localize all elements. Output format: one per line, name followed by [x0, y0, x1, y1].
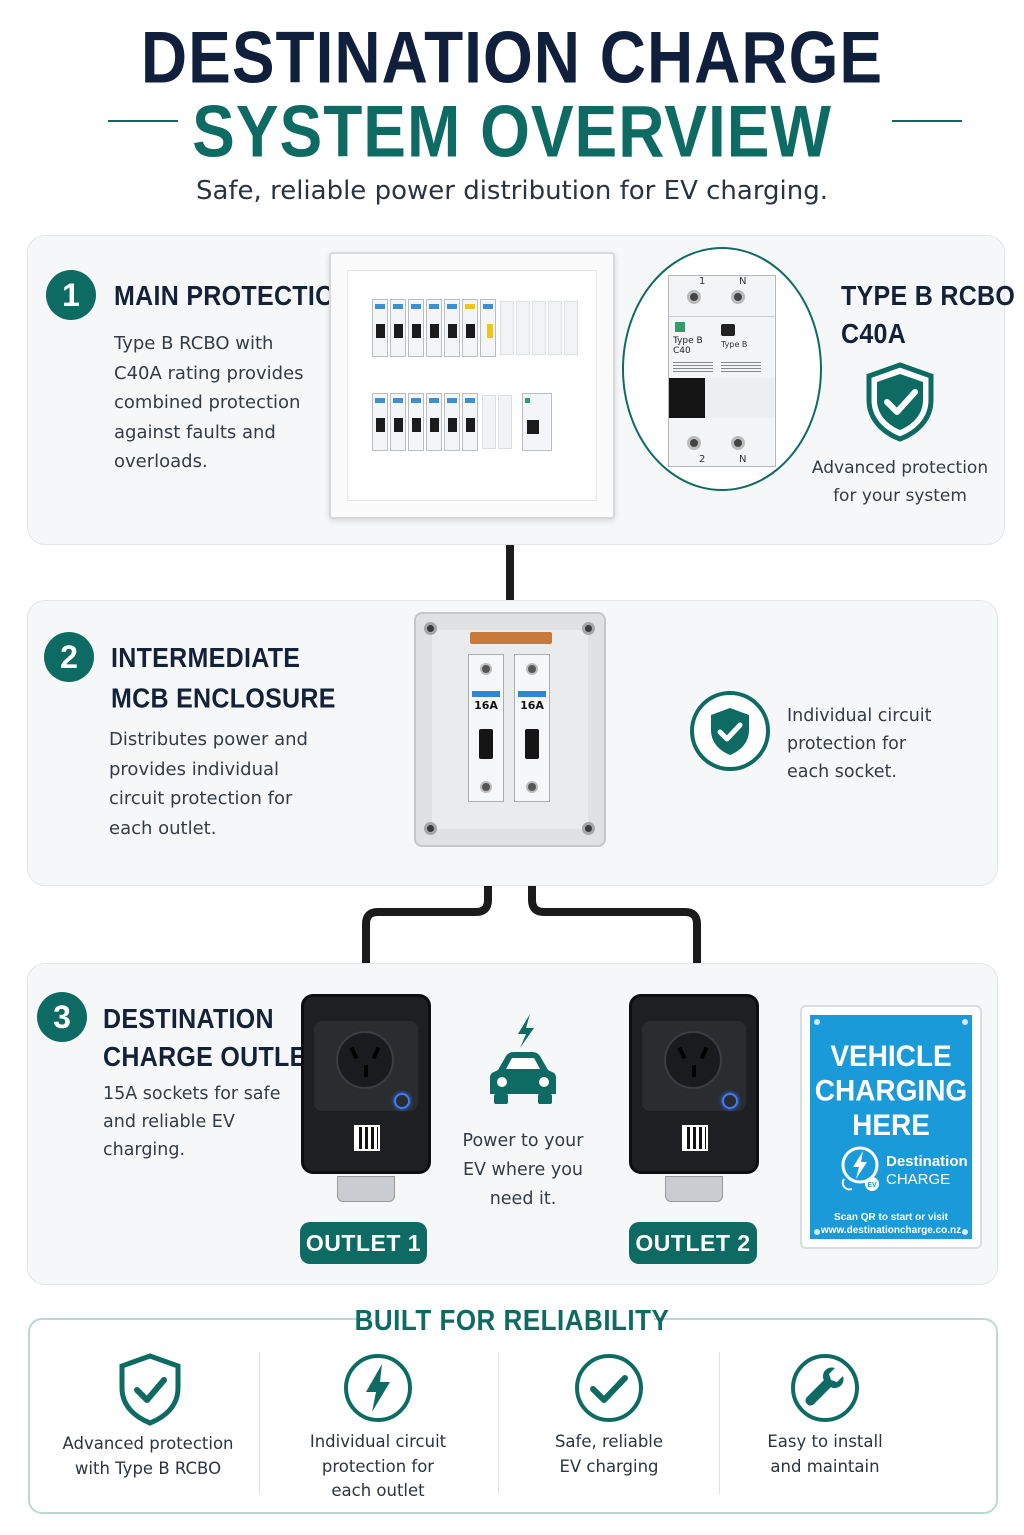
section1-body-line: overloads.	[114, 451, 208, 472]
section2-callout-text: Individual circuit protection for each s…	[787, 706, 932, 782]
busbar	[470, 632, 552, 644]
din-row-top	[372, 299, 578, 357]
rcbo-logo-icon	[675, 322, 685, 332]
rcbo-callout-text: Advanced protection for your system	[811, 458, 989, 506]
status-led-icon	[394, 1093, 410, 1109]
step-number-2: 2	[44, 632, 94, 682]
check-circle-icon	[575, 1354, 643, 1422]
cable-gland	[337, 1176, 395, 1202]
charging-sign: VEHICLE CHARGING HERE EV Destination CHA…	[800, 1005, 982, 1249]
section1-body: Type B RCBO with C40A rating provides co…	[114, 329, 304, 477]
subtitle: Safe, reliable power distribution for EV…	[195, 176, 829, 206]
board-din-panel	[347, 270, 597, 501]
status-led-icon	[722, 1093, 738, 1109]
outlet-1-label: OUTLET 1	[300, 1222, 427, 1264]
shield-check-icon	[866, 362, 934, 442]
shield-check-circle-icon	[690, 691, 770, 771]
reliability-item-2: Individual circuit protection for each o…	[309, 1432, 447, 1500]
section1-body-line: against faults and	[114, 421, 276, 443]
section3-center-text: Power to your EV where you need it.	[462, 1131, 584, 1209]
outlet-unit-1	[301, 994, 431, 1174]
charge-bolt-icon: EV	[841, 1146, 879, 1191]
reliability-item-4: Easy to install and maintain	[767, 1432, 883, 1476]
title-line-1: DESTINATION CHARGE	[140, 15, 884, 99]
rcbo-device: 1 N Type B C40 Type B 2 N	[668, 275, 776, 467]
cable-gland	[665, 1176, 723, 1202]
mcb-rating: 16A	[520, 699, 544, 712]
divider	[259, 1352, 260, 1494]
step-number-3: 3	[37, 992, 87, 1042]
section2-body: Distributes power and provides individua…	[109, 729, 308, 839]
socket-face	[664, 1031, 722, 1089]
section3-heading: DESTINATION CHARGE OUTLETS	[103, 1003, 340, 1073]
section1-body-line: combined protection	[114, 392, 301, 413]
socket-face	[336, 1031, 394, 1089]
qr-code-icon	[354, 1125, 380, 1151]
title-rule-left	[108, 120, 178, 122]
reliability-item-3: Safe, reliable EV charging	[554, 1432, 664, 1476]
section1-heading: MAIN PROTECTION	[114, 280, 354, 312]
rcbo-toggle	[669, 378, 705, 418]
mcb-breaker-2: 16A	[514, 654, 550, 802]
sign-title: VEHICLE CHARGING HERE	[814, 1039, 968, 1142]
step-number-1: 1	[46, 270, 96, 320]
mcb-rating: 16A	[474, 699, 498, 712]
reliability-item-1: Advanced protection with Type B RCBO	[62, 1434, 234, 1478]
title-line-2: SYSTEM OVERVIEW	[192, 89, 832, 173]
rcbo-small	[522, 393, 552, 451]
terminal-label: N	[739, 276, 747, 287]
section2-heading: INTERMEDIATE MCB ENCLOSURE	[111, 642, 336, 715]
reliability-title: BUILT FOR RELIABILITY	[354, 1303, 670, 1337]
sign-brand-line-2: CHARGE	[886, 1171, 951, 1188]
wrench-icon	[791, 1354, 859, 1422]
lightning-icon	[344, 1354, 412, 1422]
section1-body-line: Type B RCBO with	[114, 333, 274, 354]
outlet-2-label: OUTLET 2	[629, 1222, 757, 1264]
sign-footer: Scan QR to start or visit www.destinatio…	[820, 1212, 962, 1236]
terminal-label: 1	[699, 276, 706, 287]
section3-body: 15A sockets for safe and reliable EV cha…	[103, 1084, 281, 1160]
divider	[719, 1352, 720, 1494]
rcbo-label: Type B C40	[673, 336, 703, 356]
mcb-breaker-1: 16A	[468, 654, 504, 802]
section1-body-line: C40A rating provides	[114, 362, 304, 384]
test-button	[721, 324, 735, 336]
din-row-bottom	[372, 393, 572, 451]
reliability-title-backdrop	[372, 1306, 654, 1336]
rcbo-callout-heading: TYPE B RCBO C40A	[841, 280, 1016, 350]
outlet-unit-2	[629, 994, 759, 1174]
ev-badge: EV	[867, 1182, 877, 1189]
rcbo-zoom-callout: 1 N Type B C40 Type B 2 N	[622, 247, 822, 491]
divider	[498, 1352, 499, 1494]
title-rule-right	[892, 120, 962, 122]
mcb-enclosure	[414, 612, 606, 847]
terminal-label: 2	[699, 454, 706, 465]
rcbo-type-label: Type B	[721, 340, 748, 349]
terminal-label: N	[739, 454, 747, 465]
distribution-board	[329, 252, 615, 519]
sign-brand-line-1: Destination	[886, 1153, 968, 1170]
ev-car-icon	[490, 1014, 556, 1104]
qr-code-icon	[682, 1125, 708, 1151]
shield-check-icon	[119, 1353, 181, 1426]
